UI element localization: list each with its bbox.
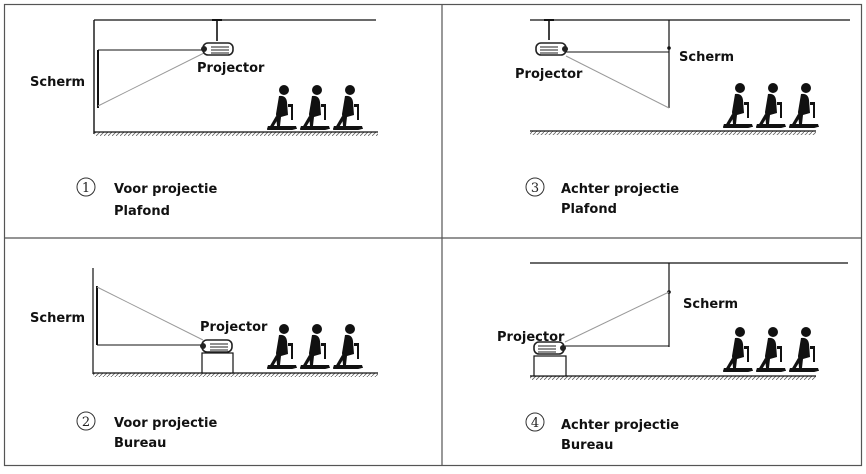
beam-bottom [97, 51, 207, 107]
floor [530, 131, 816, 135]
number-text: 3 [531, 181, 539, 196]
subtitle-text: Plafond [561, 202, 617, 217]
projector-icon [199, 339, 233, 353]
panel-front-desk: Scherm Projector 2 Voor projectie Bureau [30, 268, 378, 451]
panel-rear-desk: Scherm Projector 4 Achter projectie Bure… [497, 262, 848, 453]
number-text: 4 [531, 416, 539, 431]
floor [93, 373, 378, 377]
projector-label: Projector [197, 61, 265, 76]
panel-front-ceiling: Scherm Projector 1 Voor projectie Plafon… [30, 19, 378, 219]
subtitle-text: Bureau [114, 436, 166, 451]
beam-top [96, 286, 204, 341]
title-text: Voor projectie [114, 416, 217, 431]
title-text: Voor projectie [114, 182, 217, 197]
number-text: 1 [82, 181, 90, 196]
screen-label: Scherm [683, 297, 738, 312]
title-text: Achter projectie [561, 182, 679, 197]
projector-icon [535, 42, 569, 56]
number-badge [76, 177, 96, 197]
audience-icon [267, 85, 363, 130]
desk [201, 352, 234, 374]
number-badge [525, 412, 545, 432]
projector-label: Projector [200, 320, 268, 335]
projector-label: Projector [497, 330, 565, 345]
subtitle-text: Bureau [561, 438, 613, 453]
projector-icon [200, 42, 234, 56]
screen-label: Scherm [679, 50, 734, 65]
number-text: 2 [82, 415, 90, 430]
projector-label: Projector [515, 67, 583, 82]
audience-icon [267, 324, 363, 369]
floor [94, 132, 378, 136]
number-badge [525, 177, 545, 197]
number-badge [76, 411, 96, 431]
audience-icon [723, 327, 819, 372]
title-text: Achter projectie [561, 418, 679, 433]
screen-label: Scherm [30, 311, 85, 326]
panel-rear-ceiling: Scherm Projector 3 Achter projectie Plaf… [515, 19, 850, 217]
audience-icon [723, 83, 819, 128]
desk [533, 355, 567, 377]
floor [530, 376, 816, 380]
beam-bottom [565, 55, 670, 109]
beam-top [564, 291, 670, 343]
outer-frame [3, 3, 863, 467]
subtitle-text: Plafond [114, 204, 170, 219]
screen-label: Scherm [30, 75, 85, 90]
